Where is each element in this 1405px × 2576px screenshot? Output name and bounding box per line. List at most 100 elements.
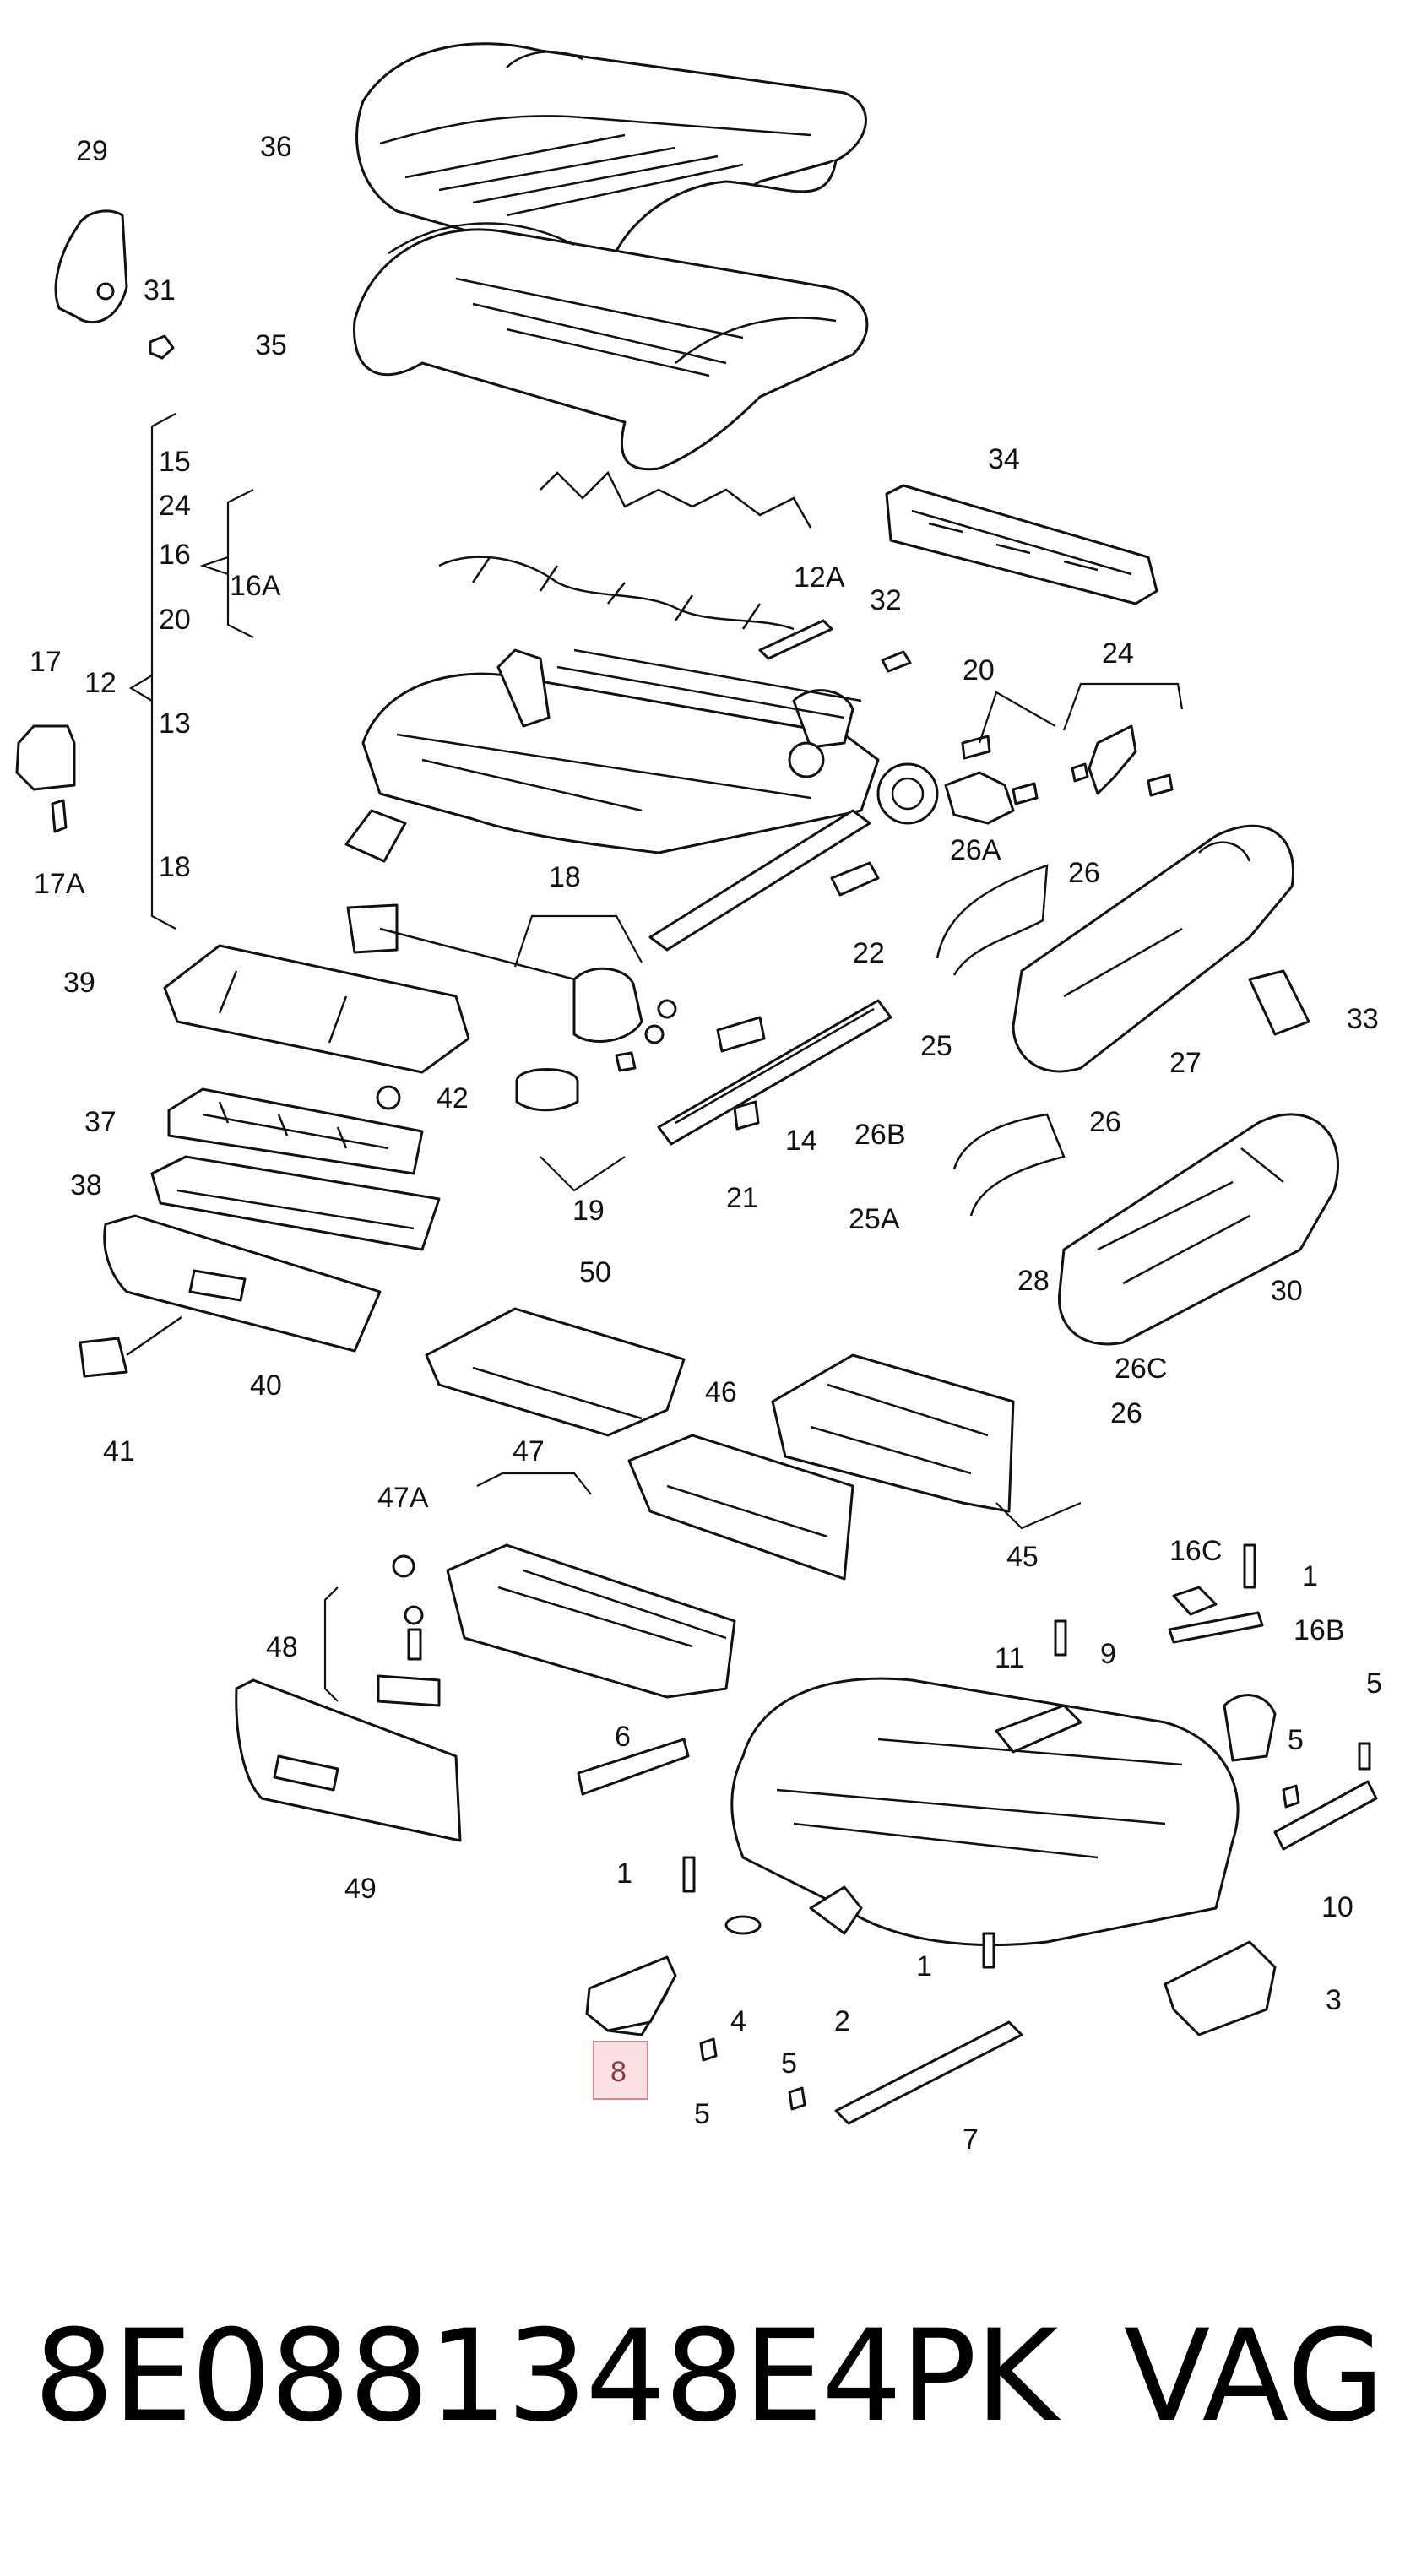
label-31: 31 [144,274,176,306]
label-45: 45 [1006,1541,1039,1573]
rail-22-part [648,809,880,952]
label-35: 35 [255,329,287,361]
label-22: 22 [853,937,885,969]
bracket-34-part [885,484,1158,605]
recliner-20-part [876,735,1039,825]
label-1a: 1 [1302,1560,1318,1592]
label-17: 17 [30,646,62,678]
label-5d: 5 [781,2047,797,2080]
label-25a: 25A [849,1203,900,1235]
label-42: 42 [437,1082,469,1114]
spring-mat-15-part [438,470,812,631]
label-46: 46 [705,1376,737,1408]
label-29: 29 [76,135,108,167]
part-number: 8E0881348E4PK [34,2303,1058,2450]
label-16a: 16A [230,570,281,602]
side-trim-27-part [1012,824,1310,1073]
label-49: 49 [344,1873,377,1905]
grille-38-part [150,1155,441,1251]
label-4: 4 [730,2005,746,2037]
label-12: 12 [84,667,117,699]
label-15: 15 [159,446,191,478]
recliner-24-part [1071,724,1174,797]
label-36: 36 [260,131,292,163]
label-25: 25 [920,1030,952,1062]
label-18a: 18 [159,851,191,883]
label-26c-2: 26 [1110,1397,1142,1429]
label-11: 11 [995,1642,1024,1674]
exploded-seat-diagram: 29 31 36 35 34 15 24 16 16A 20 12 12A 32… [15,42,1382,2156]
label-28: 28 [1017,1265,1050,1297]
label-18b: 18 [549,861,581,893]
housing-45-part [771,1353,1015,1513]
seat-cushion-36-part [355,42,867,272]
label-19: 19 [572,1195,605,1227]
footer: 8E0881348E4PK VAG [25,2313,1385,2440]
label-6: 6 [615,1721,631,1753]
label-26c: 26C [1115,1353,1167,1385]
label-39: 39 [63,967,95,999]
grille-37-part [167,1087,424,1175]
parts-48-part [377,1554,441,1707]
highlighted-part-8[interactable]: 8 [585,1955,677,2100]
label-27: 27 [1169,1047,1202,1079]
group-brackets [128,413,1184,1702]
label-17a: 17A [34,868,85,900]
label-5c: 5 [694,2098,710,2130]
side-trim-28-30-part [1057,1113,1339,1346]
label-12a: 12A [794,561,845,594]
label-5b: 5 [1288,1724,1304,1756]
trim-49-part [235,1678,462,1842]
label-24a: 24 [159,490,191,522]
highlight-8-label: 8 [610,2056,627,2088]
label-41: 41 [103,1435,135,1467]
label-10: 10 [1321,1891,1353,1923]
trim-40-part [103,1214,382,1353]
label-26a: 26A [950,834,1001,866]
label-30: 30 [1271,1275,1303,1307]
label-20a: 20 [159,604,191,636]
label-20b: 20 [963,654,995,686]
seat-foam-35-part [353,222,869,471]
switch-41-part [79,1315,182,1378]
hinge-cover-29-part [54,209,175,360]
label-24b: 24 [1102,637,1134,670]
label-7: 7 [963,2123,979,2156]
label-47a: 47A [377,1482,429,1514]
nut-42-part [376,1085,401,1110]
seat-frame-13-part [344,648,880,863]
label-16: 16 [159,539,191,571]
label-21: 21 [726,1182,758,1214]
label-50: 50 [579,1256,611,1288]
tray-50-part [425,1307,686,1437]
label-48: 48 [266,1631,298,1663]
label-26a-2: 26 [1068,857,1100,889]
label-34: 34 [988,443,1020,475]
label-32: 32 [870,584,902,616]
label-37: 37 [84,1106,117,1138]
seat-assembly-part [577,1543,1378,2125]
rod-12a-part [758,619,912,673]
label-2: 2 [834,2005,850,2037]
label-33: 33 [1347,1003,1379,1035]
label-26b-2: 26 [1089,1106,1121,1138]
label-40: 40 [250,1369,282,1402]
label-26b: 26B [854,1119,906,1151]
label-14: 14 [785,1125,817,1157]
label-5a: 5 [1366,1668,1382,1700]
label-16c: 16C [1169,1535,1222,1567]
label-13: 13 [159,708,191,740]
bracket-46-part [627,1434,854,1581]
label-1b: 1 [616,1857,632,1890]
housing-47-part [446,1543,736,1699]
label-16b: 16B [1294,1614,1345,1646]
bracket-17-part [15,724,76,833]
highlight-8-box [593,2041,648,2100]
mechanism-18-part [346,903,677,1112]
brand-name: VAG [1123,2303,1385,2450]
label-3: 3 [1326,1984,1342,2016]
label-1c: 1 [916,1950,932,1982]
panel-39-part [163,944,470,1074]
cable-25-part [936,864,1066,1217]
